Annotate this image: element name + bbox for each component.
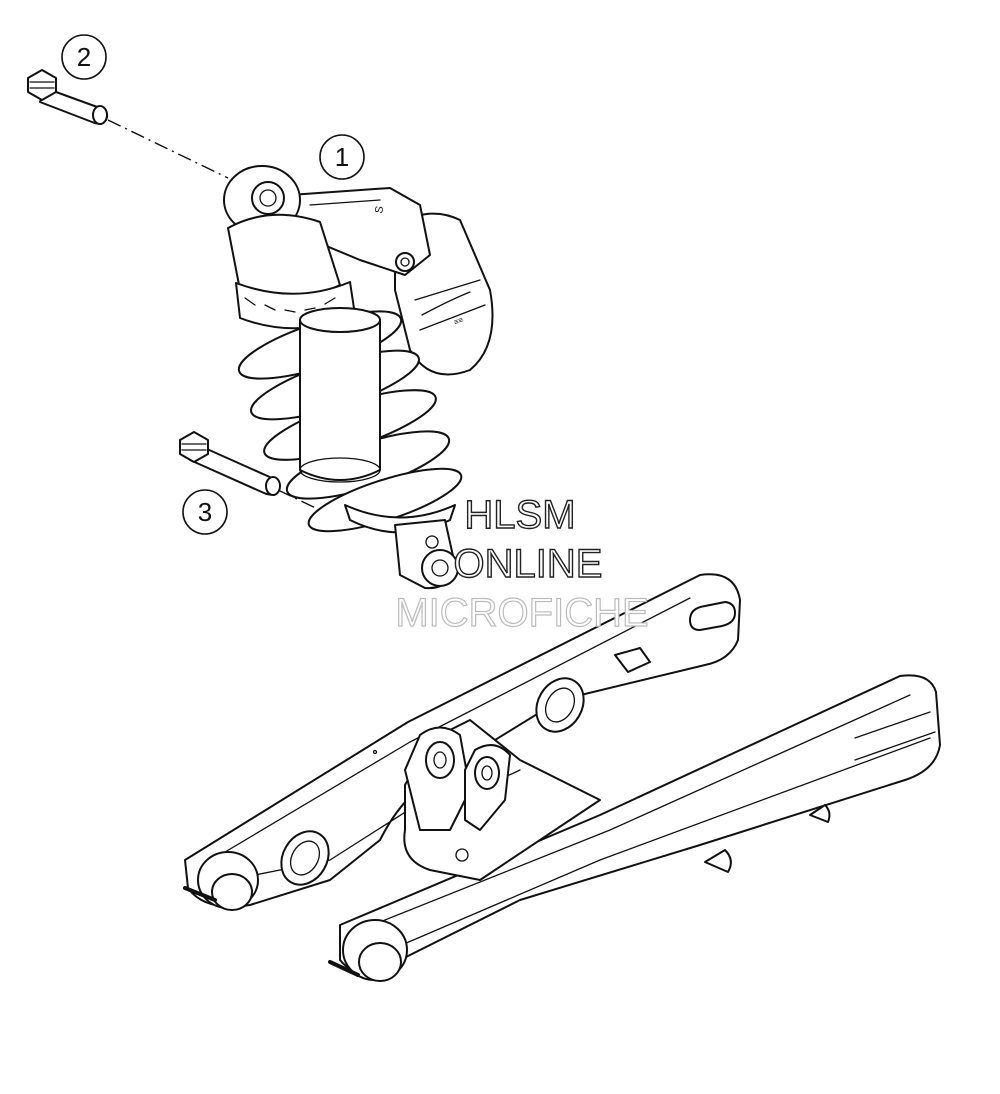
lower-mounting-bolt bbox=[179, 431, 281, 496]
callout-3-label: 3 bbox=[198, 497, 212, 527]
callout-1: 1 bbox=[319, 134, 365, 180]
swingarm bbox=[183, 573, 941, 982]
upper-mounting-bolt bbox=[27, 69, 109, 125]
watermark-line-3: MICROFICHE bbox=[395, 591, 648, 635]
watermark-line-2: ONLINE bbox=[454, 542, 603, 586]
callout-2: 2 bbox=[61, 34, 107, 80]
shock-absorber: ≡≡ S bbox=[223, 165, 494, 590]
callout-1-label: 1 bbox=[335, 142, 349, 172]
callout-2-label: 2 bbox=[77, 42, 91, 72]
callout-3: 3 bbox=[182, 489, 228, 535]
shock-marking: S bbox=[373, 205, 386, 214]
svg-text:≡≡: ≡≡ bbox=[453, 315, 465, 327]
watermark-line-1: HLSM bbox=[464, 493, 575, 537]
watermark: HLSM ONLINE MICROFICHE bbox=[395, 492, 650, 635]
leader-line-bolt-2 bbox=[107, 119, 229, 179]
